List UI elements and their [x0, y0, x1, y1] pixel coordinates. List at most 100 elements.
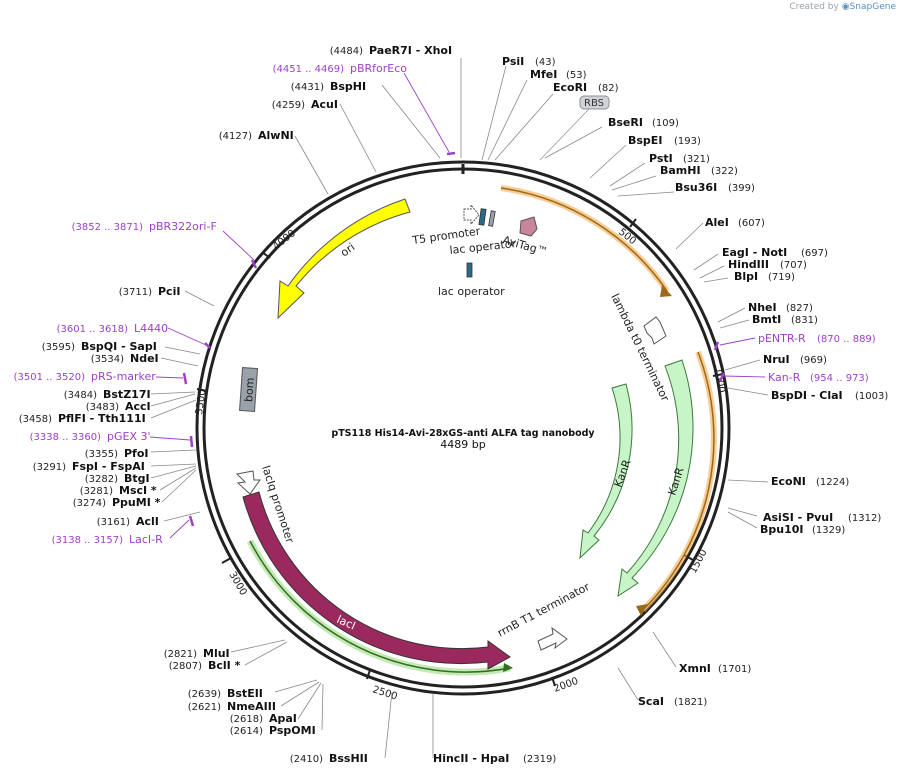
site-name: PflFI - Tth111I	[58, 412, 146, 425]
site-position: (321)	[683, 154, 710, 165]
site-position: (2614)	[230, 726, 263, 737]
site-position: (2618)	[230, 714, 263, 725]
site-name: PspOMI	[269, 724, 316, 737]
site-position: (3484)	[64, 390, 97, 401]
site-name: NruI	[763, 353, 790, 366]
site-position: (697)	[801, 248, 828, 259]
primer-position: (3138 .. 3157)	[52, 535, 124, 546]
site-position: (3458)	[19, 414, 52, 425]
laci-feature	[242, 491, 511, 670]
site-position: (43)	[535, 57, 556, 68]
site-name: PsiI	[502, 55, 524, 68]
primer-leader-lines	[149, 72, 766, 539]
lambda-t0-terminator-feature	[643, 316, 667, 345]
primer-position: (3501 .. 3520)	[14, 372, 86, 383]
primer-position: (870 .. 889)	[817, 334, 876, 345]
primer-markers	[182, 151, 726, 527]
site-name: BmtI	[752, 313, 781, 326]
site-position: (2821)	[164, 649, 197, 660]
primers: (4451 .. 4469) pBRforEco (3852 .. 3871) …	[14, 62, 876, 546]
site-name: EcoNI	[771, 475, 806, 488]
rbs-badge	[579, 95, 610, 110]
primer-position: (4451 .. 4469)	[273, 64, 345, 75]
site-name: PaeR7I - XhoI	[369, 44, 452, 57]
primer-position: (3852 .. 3871)	[72, 222, 144, 233]
site-position: (3483)	[86, 402, 119, 413]
site-position: (3291)	[33, 462, 66, 473]
site-name: FspI - FspAI	[72, 460, 145, 473]
site-position: (827)	[786, 303, 813, 314]
site-name: BstZ17I	[103, 388, 151, 401]
kanr-outer-feature	[617, 359, 694, 598]
site-name: HindIII	[728, 258, 769, 271]
bom-label: bom	[242, 377, 257, 402]
site-name: AclI	[136, 515, 159, 528]
primer-name: Kan-R	[768, 371, 801, 384]
site-name: NdeI	[130, 352, 159, 365]
sites-right: PsiI (43) MfeI (53) EcoRI (82) BseRI (10…	[502, 55, 888, 708]
t5-promoter-feature	[463, 203, 480, 226]
site-name: ScaI	[638, 695, 664, 708]
site-name: ApaI	[269, 712, 297, 725]
site-name: BlpI	[734, 270, 758, 283]
lac-operator-inner-small	[488, 210, 496, 227]
site-position: (53)	[566, 70, 587, 81]
site-name: BssHII	[329, 752, 368, 765]
kanr-outer-arrow	[636, 604, 648, 616]
site-name: BspHI	[330, 80, 366, 93]
site-position: (3161)	[97, 517, 130, 528]
site-position: (4259)	[272, 100, 305, 111]
site-position: (1821)	[674, 697, 707, 708]
site-position: (1329)	[812, 525, 845, 536]
site-name: HincII - HpaI	[433, 752, 509, 765]
lac-operator-1-feature	[478, 208, 487, 226]
site-name: AccI	[125, 400, 151, 413]
site-name: BamHI	[660, 164, 701, 177]
site-name: MscI *	[119, 484, 157, 497]
primer-position: (3601 .. 3618)	[57, 324, 129, 335]
primer-name: pBRforEco	[350, 62, 407, 75]
primer-name: LacI-R	[129, 533, 163, 546]
site-position: (707)	[780, 260, 807, 271]
site-name: NmeAIII	[227, 700, 276, 713]
site-position: (82)	[598, 83, 619, 94]
site-position: (322)	[711, 166, 738, 177]
site-name: PpuMI *	[112, 496, 161, 509]
kanr-inner-label: KanR	[612, 458, 634, 489]
snapgene-logo-icon: ◉	[841, 2, 850, 12]
site-position: (1312)	[848, 513, 881, 524]
site-name: AcuI	[311, 98, 338, 111]
tick-label-2500: 2500	[371, 684, 399, 702]
site-name: BtgI	[124, 472, 150, 485]
lac-operator-2-feature	[466, 262, 473, 278]
primer-position: (954 .. 973)	[810, 373, 869, 384]
site-name: PstI	[649, 152, 673, 165]
tick-label-3000: 3000	[226, 570, 248, 598]
site-position: (1003)	[855, 391, 888, 402]
site-position: (4431)	[291, 82, 324, 93]
tick-label-3500: 3500	[194, 389, 208, 416]
bom-feature	[239, 367, 259, 413]
site-name: MfeI	[530, 68, 557, 81]
site-position: (4484)	[330, 46, 363, 57]
primer-name: L4440	[134, 322, 168, 335]
site-leader-lines	[150, 58, 769, 759]
rrnb-t1-terminator-label: rrnB T1 terminator	[495, 580, 592, 640]
site-position: (3355)	[85, 449, 118, 460]
site-position: (3274)	[73, 498, 106, 509]
site-name: BspEI	[628, 134, 662, 147]
sites-left: (4484) PaeR7I - XhoI (4431) BspHI (4259)…	[19, 44, 557, 765]
site-name: PfoI	[124, 447, 149, 460]
site-position: (109)	[652, 118, 679, 129]
site-position: (719)	[768, 272, 795, 283]
site-name: EcoRI	[553, 81, 587, 94]
tick-marks	[196, 218, 724, 687]
site-position: (3711)	[119, 287, 152, 298]
plasmid-length: 4489 bp	[440, 438, 485, 451]
site-position: (3595)	[42, 342, 75, 353]
site-name: AsiSI - PvuI	[763, 511, 833, 524]
avitag-feature	[519, 216, 538, 237]
site-position: (2410)	[290, 754, 323, 765]
primer-name: pBR322ori-F	[149, 220, 217, 233]
